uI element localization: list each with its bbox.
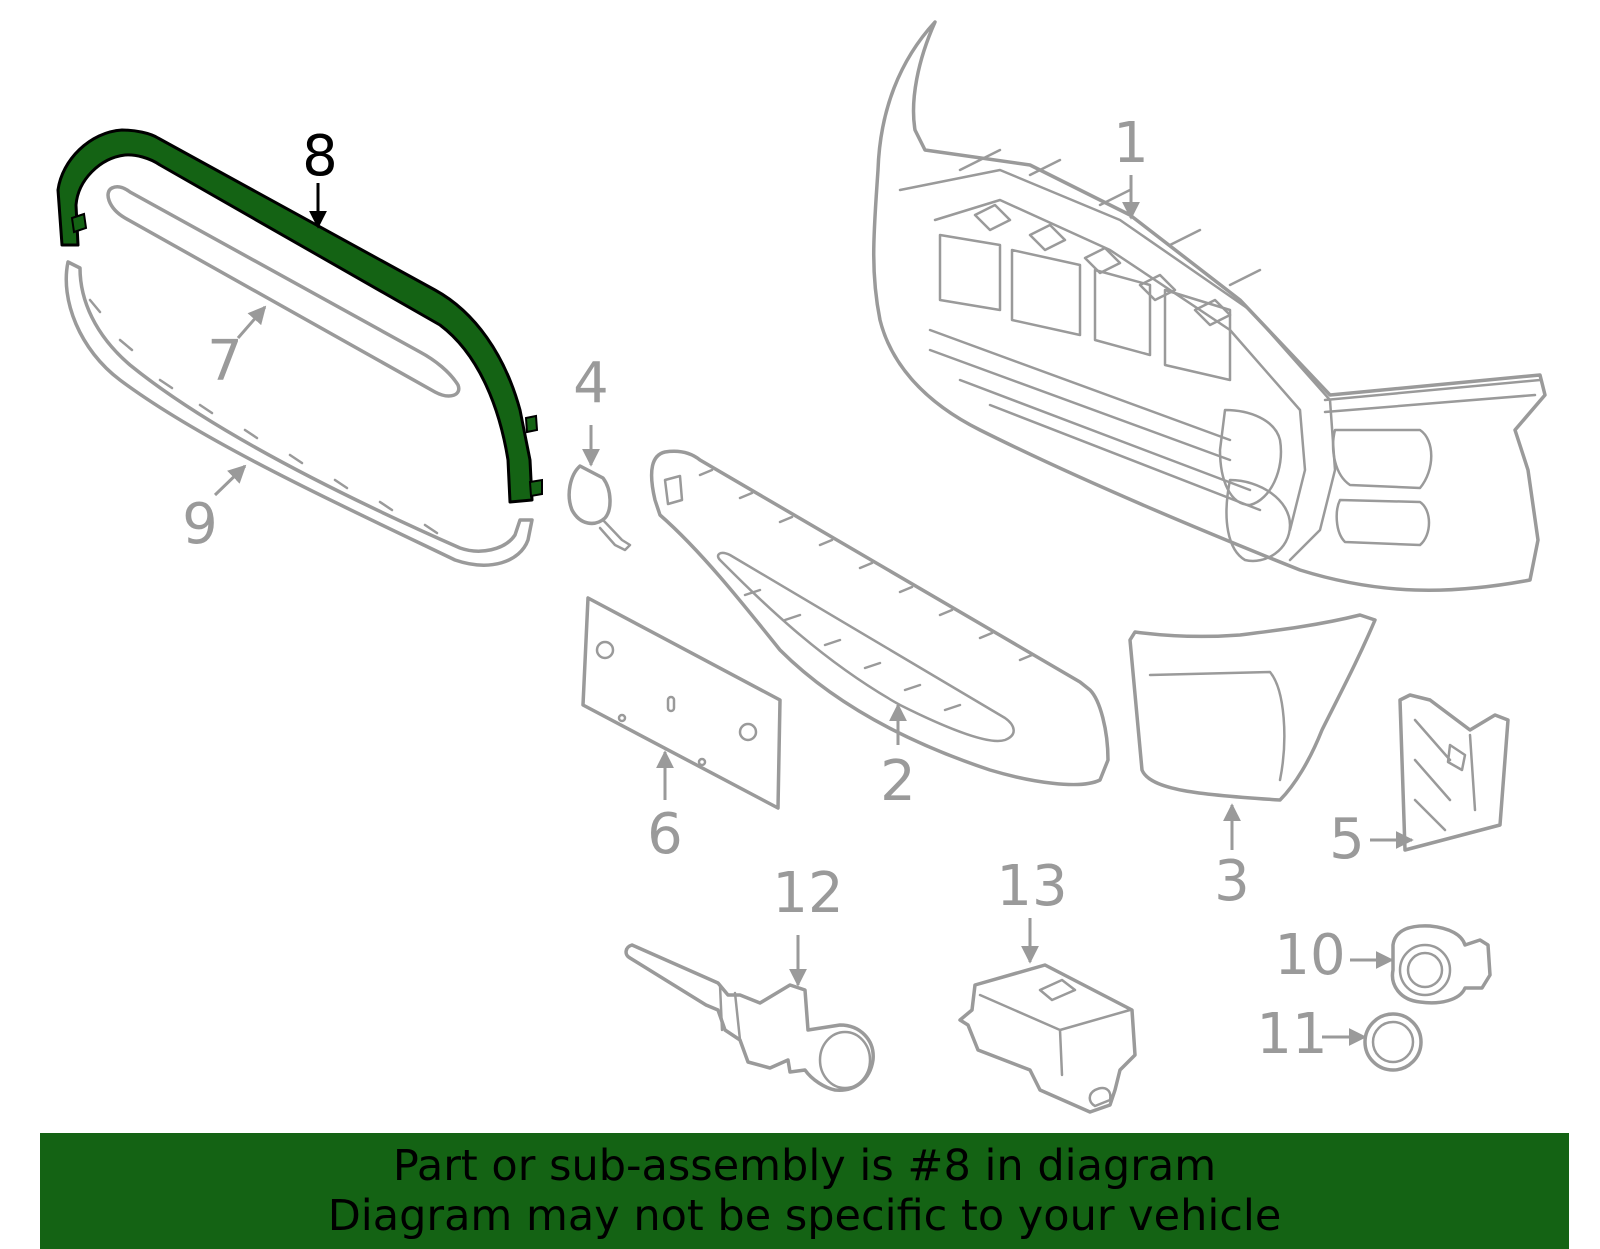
callout-4: 4 [573,351,609,416]
info-banner: Part or sub-assembly is #8 in diagram Di… [40,1133,1569,1249]
callout-labels: 1 2 3 4 5 6 7 8 9 10 11 12 13 [182,111,1365,1067]
callout-13: 13 [996,854,1067,919]
callout-7: 7 [207,329,243,394]
callout-1: 1 [1113,111,1149,176]
part-11-ring [1363,1012,1423,1072]
callout-8: 8 [302,124,338,189]
part-1-bumper-cover [871,20,1547,592]
callout-5: 5 [1329,807,1365,872]
part-5-bracket [1398,693,1510,852]
leader-lines [213,175,1414,1046]
part-7-trim-strip [106,185,461,398]
part-6-license-bracket [581,596,782,810]
callout-10: 10 [1274,923,1345,988]
part-2-lower-insert [649,449,1110,787]
banner-line-part: Part or sub-assembly is #8 in diagram [392,1141,1217,1191]
part-13-module [958,963,1137,1114]
callout-12: 12 [772,861,843,926]
part-8-upper-molding [56,128,543,504]
callout-9: 9 [182,492,218,557]
callout-11: 11 [1256,1002,1327,1067]
banner-line-disclaimer: Diagram may not be specific to your vehi… [327,1191,1282,1241]
callout-3: 3 [1214,849,1250,914]
part-10-parking-sensor [1390,924,1492,1005]
part-4-tow-cover [567,464,632,552]
callout-6: 6 [647,802,683,867]
part-12-sensor [624,943,875,1092]
part-9-lower-frame [64,260,534,567]
part-3-side-cover [1128,613,1377,802]
callout-2: 2 [880,749,916,814]
